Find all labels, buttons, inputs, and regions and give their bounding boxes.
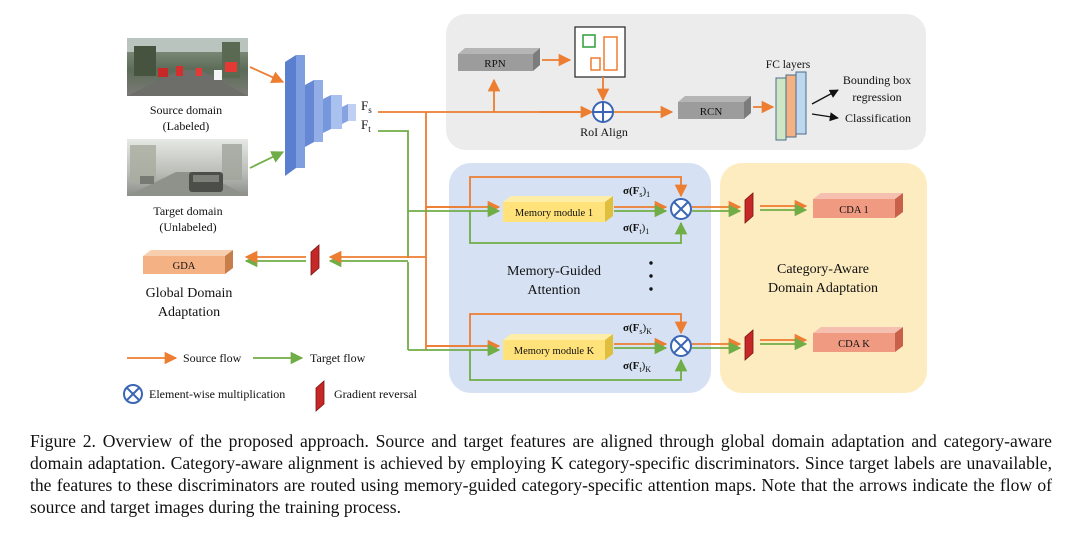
legend-gradient-reversal: Gradient reversal (334, 387, 418, 401)
target-domain-label: Target domain (153, 204, 222, 218)
sigma-fs-1: σ(Fs)1 (623, 185, 650, 199)
memory-guided-line2: Attention (528, 283, 581, 298)
source-domain-sub: (Labeled) (163, 119, 210, 133)
backbone-cnn (285, 55, 356, 176)
bbox-regression-line1: Bounding box (843, 73, 911, 87)
multiply-icon-k (670, 335, 692, 357)
source-domain-image (127, 38, 248, 96)
branch1-target-bypass (469, 211, 688, 244)
fc-layers (775, 71, 807, 141)
fc-layers-label: FC layers (766, 59, 811, 71)
memory-module-k-label: Memory module K (514, 346, 595, 357)
classification-label: Classification (845, 111, 911, 125)
branchk-target-bypass (469, 350, 688, 381)
approach-diagram: Source domain (Labeled) Target domain (U… (123, 14, 927, 412)
roi-align-plus-icon (592, 101, 614, 123)
legend-target-flow: Target flow (310, 351, 366, 365)
figure-caption: Figure 2. Overview of the proposed appro… (30, 431, 1052, 517)
region-proposals (574, 26, 626, 78)
gda-label: GDA (173, 261, 196, 272)
source-domain-label: Source domain (150, 103, 222, 117)
memory-module-k (503, 334, 613, 360)
memory-guided-line1: Memory-Guided (507, 264, 601, 279)
rcn-box (678, 96, 751, 119)
target-input-arrow (249, 151, 285, 169)
memory-module-1 (503, 196, 613, 222)
legend-elementwise: Element-wise multiplication (149, 387, 285, 401)
roi-align-label: RoI Align (580, 125, 628, 139)
target-domain-image (127, 139, 248, 196)
sigma-ft-1: σ(Ft)1 (623, 222, 649, 236)
sigma-fs-k: σ(Fs)K (623, 322, 652, 336)
cda-1-label: CDA 1 (839, 205, 868, 216)
fs-label: Fs (361, 98, 372, 115)
legend-gradient-reversal-icon (315, 380, 325, 412)
gradient-reversal-k (744, 329, 754, 361)
target-flow-trunk (378, 130, 409, 350)
rpn-box (458, 48, 540, 71)
target-domain-sub: (Unlabeled) (159, 220, 216, 234)
category-aware-line2: Domain Adaptation (768, 281, 878, 296)
gradient-reversal-gda (310, 244, 320, 276)
gda-box (143, 250, 233, 274)
rpn-label: RPN (484, 58, 505, 70)
category-aware-line1: Category-Aware (777, 262, 869, 277)
multiply-icon-1 (670, 198, 692, 220)
fc-to-bbox-arrow (811, 89, 839, 105)
rcn-label: RCN (700, 106, 723, 118)
gradient-reversal-1 (744, 192, 754, 224)
fc-to-class-arrow (811, 112, 839, 122)
global-domain-line1: Global Domain (146, 286, 233, 301)
cda-k-label: CDA K (838, 339, 870, 350)
legend-source-flow: Source flow (183, 351, 242, 365)
sigma-ft-k: σ(Ft)K (623, 360, 651, 374)
legend-multiply-icon (123, 384, 143, 404)
memory-module-1-label: Memory module 1 (515, 208, 593, 219)
ft-label: Ft (361, 117, 371, 134)
bbox-regression-line2: regression (852, 90, 901, 104)
cda-1-box (813, 193, 903, 218)
cda-k-box (813, 327, 903, 352)
global-domain-line2: Adaptation (158, 305, 220, 320)
vertical-ellipsis (649, 261, 653, 291)
source-input-arrow (249, 66, 285, 84)
